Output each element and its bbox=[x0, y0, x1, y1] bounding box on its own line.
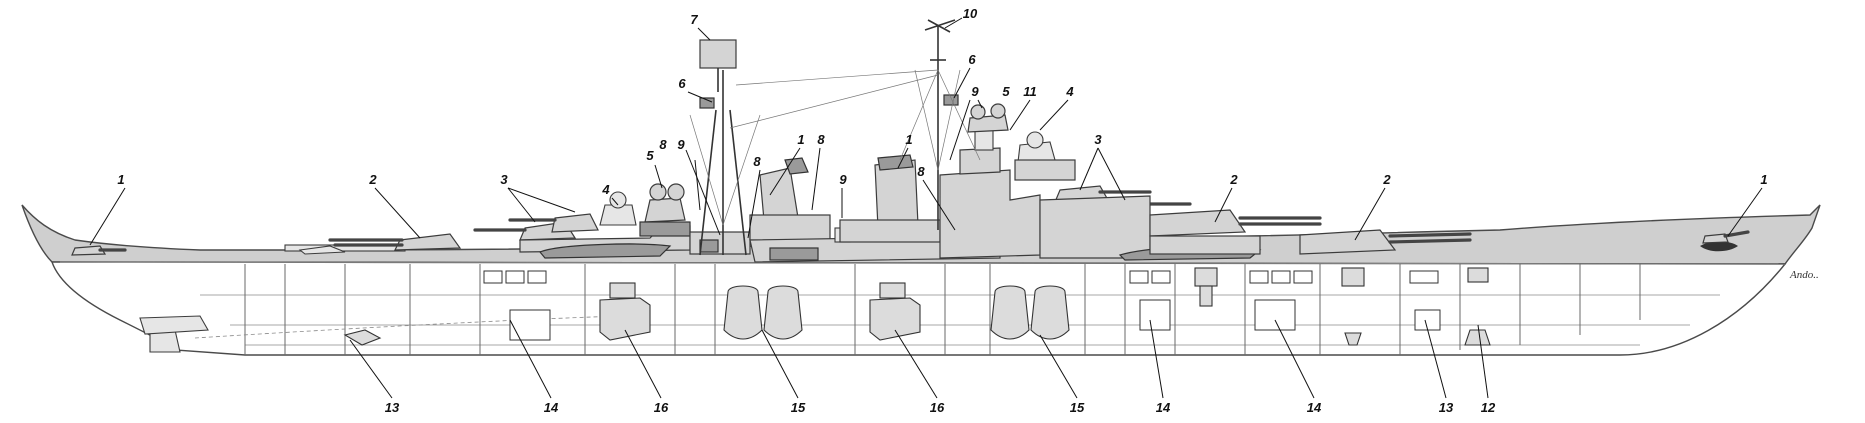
bow-hawse-mark bbox=[1700, 241, 1738, 252]
callout-15-fwd: 15 bbox=[1070, 400, 1085, 415]
artist-signature: Ando.. bbox=[1789, 269, 1819, 281]
callout-14-fwd: 14 bbox=[1307, 400, 1322, 415]
secondary-turrets-aft bbox=[473, 213, 599, 241]
callout-8-d: 8 bbox=[917, 164, 925, 179]
boiler-aft-a bbox=[723, 285, 763, 340]
machinery bbox=[194, 267, 1491, 346]
mainmast-base bbox=[689, 231, 751, 255]
callout-1-stern-gun: 1 bbox=[117, 172, 124, 187]
bulkheads bbox=[244, 264, 1641, 355]
stern-gear bbox=[139, 315, 209, 335]
callout-6-foremast: 6 bbox=[968, 52, 976, 67]
callout-16-aft: 16 bbox=[654, 400, 669, 415]
forward-deck-block bbox=[1039, 195, 1151, 259]
forward-bridge bbox=[959, 147, 1001, 175]
boiler-aft-b bbox=[763, 285, 803, 340]
callout-9-b: 9 bbox=[839, 172, 847, 187]
callout-9-c: 9 bbox=[971, 84, 979, 99]
propeller-shaft bbox=[194, 315, 621, 339]
callout-15-aft: 15 bbox=[791, 400, 806, 415]
callout-8-b: 8 bbox=[753, 154, 761, 169]
aft-boats bbox=[539, 243, 672, 259]
callout-11: 11 bbox=[1023, 84, 1037, 99]
aft-steering-gear bbox=[343, 329, 382, 346]
callout-2-fwd-turret-a: 2 bbox=[1382, 172, 1391, 187]
callout-10-foremast-top: 10 bbox=[963, 6, 978, 21]
funnel-fwd bbox=[839, 154, 941, 243]
leader-lines bbox=[89, 17, 1763, 246]
callout-9-a: 9 bbox=[677, 137, 685, 152]
forward-tower bbox=[939, 169, 1041, 259]
callout-3-fwd-secondary: 3 bbox=[1094, 132, 1102, 147]
turret-aft bbox=[328, 233, 462, 251]
callout-12: 12 bbox=[1481, 400, 1496, 415]
radar-antenna-7 bbox=[699, 39, 737, 69]
callout-labels: 1 2 3 4 5 8 9 6 7 8 1 8 9 1 8 10 6 9 5 1… bbox=[117, 6, 1818, 415]
callout-5-fwd-rangefinder: 5 bbox=[1002, 84, 1010, 99]
callout-3-aft-secondary: 3 bbox=[500, 172, 508, 187]
callout-13-fwd: 13 bbox=[1439, 400, 1454, 415]
callout-2-fwd-turret-b: 2 bbox=[1229, 172, 1238, 187]
turbine-aft bbox=[599, 297, 651, 341]
boiler-fwd-a bbox=[990, 285, 1030, 340]
callout-1-bow-gun: 1 bbox=[1760, 172, 1767, 187]
callout-2-aft-turret: 2 bbox=[368, 172, 377, 187]
callout-1-funnel-aft: 1 bbox=[797, 132, 804, 147]
superstructure bbox=[71, 103, 1750, 263]
aft-rangefinder bbox=[644, 197, 686, 223]
turbine-fwd bbox=[869, 297, 921, 341]
callout-8-a: 8 bbox=[659, 137, 667, 152]
callout-7-radar: 7 bbox=[690, 12, 698, 27]
funnel-aft bbox=[749, 157, 831, 241]
stern-gun-mount bbox=[71, 245, 127, 256]
callout-5-aft-rangefinder: 5 bbox=[646, 148, 654, 163]
callout-14-aft: 14 bbox=[544, 400, 559, 415]
turret-fwd-a bbox=[1299, 229, 1472, 255]
callout-8-c: 8 bbox=[817, 132, 825, 147]
callout-4-aft-director: 4 bbox=[601, 182, 610, 197]
callout-13-aft: 13 bbox=[385, 400, 400, 415]
turret-fwd-b bbox=[1149, 209, 1322, 255]
boiler-fwd-b bbox=[1030, 285, 1070, 340]
masts bbox=[689, 19, 981, 256]
callout-16-fwd: 16 bbox=[930, 400, 945, 415]
callout-1-funnel-fwd: 1 bbox=[905, 132, 912, 147]
callout-6-mainmast: 6 bbox=[678, 76, 686, 91]
aft-boat bbox=[298, 245, 346, 255]
callout-14-mid: 14 bbox=[1156, 400, 1171, 415]
callout-4-fwd-director: 4 bbox=[1065, 84, 1074, 99]
waterline bbox=[59, 261, 1786, 265]
